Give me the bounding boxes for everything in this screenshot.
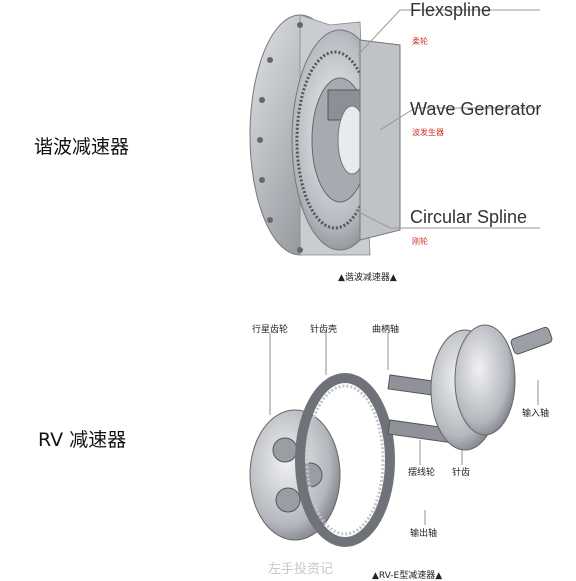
rv-reducer-label: RV 减速器	[38, 429, 127, 451]
input-shaft-label: 输入轴	[522, 409, 550, 419]
flexspline-callout: Flexspline	[410, 0, 492, 20]
circular-spline-callout: Circular Spline	[410, 207, 528, 227]
harmonic-reducer-illustration	[249, 9, 540, 256]
crankshaft-label: 曲柄轴	[372, 325, 400, 335]
rv-reducer-figure: 行星齿轮 针齿壳 曲柄轴 输入轴 摆线轮 针齿 输出轴 ▲RV-E型减速器▲	[240, 300, 576, 581]
rv-reducer-caption: ▲RV-E型减速器▲	[372, 571, 443, 581]
pin-tooth-label: 针齿	[452, 468, 471, 478]
rv-reducer-exploded-illustration	[249, 324, 553, 547]
output-shaft-label: 输出轴	[410, 529, 438, 539]
flexspline-callout-sub: 柔轮	[412, 37, 428, 46]
wave-generator-callout-sub: 波发生器	[412, 128, 444, 137]
planet-gear-label: 行星齿轮	[252, 325, 289, 335]
harmonic-reducer-label: 谐波减速器	[34, 136, 130, 158]
wave-generator-callout: Wave Generator	[410, 99, 542, 119]
cycloid-wheel-label: 摆线轮	[408, 468, 436, 478]
watermark-text: 左手投资记	[268, 562, 334, 577]
harmonic-reducer-caption: ▲谐波减速器▲	[338, 273, 397, 283]
circular-spline-callout-sub: 刚轮	[412, 237, 428, 246]
pin-housing-label: 针齿壳	[310, 325, 338, 335]
harmonic-reducer-figure: Flexspline 柔轮 Wave Generator 波发生器 Circul…	[240, 0, 576, 290]
